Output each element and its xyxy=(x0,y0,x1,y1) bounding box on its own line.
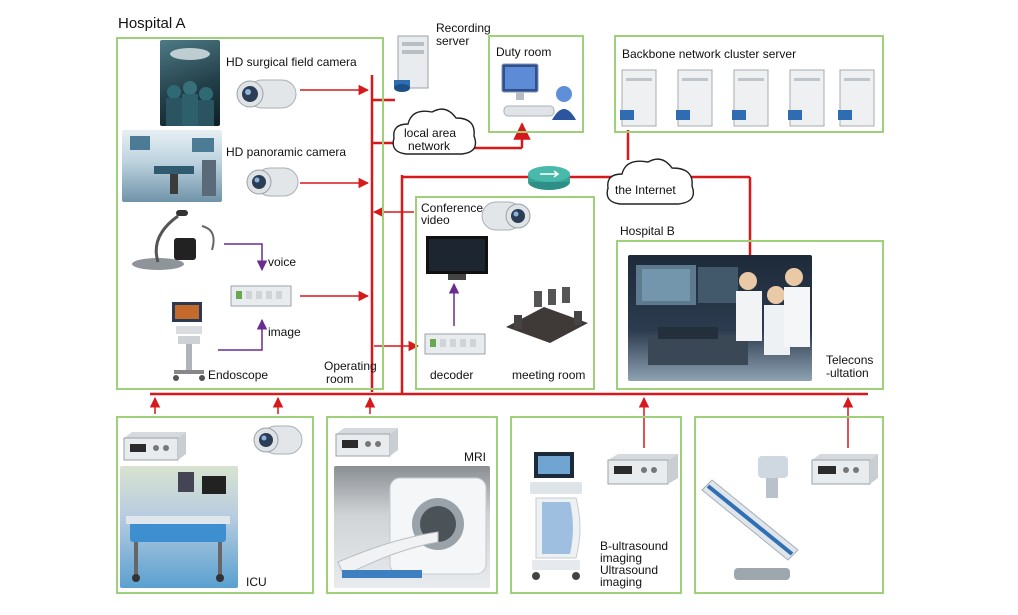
router-icon xyxy=(528,166,570,190)
mri-encoder-icon xyxy=(335,428,398,457)
hd-panoramic-camera-label: HD panoramic camera xyxy=(226,145,347,159)
hospital-a-title: Hospital A xyxy=(118,15,186,32)
microphone-icon xyxy=(132,210,215,270)
operating-room-label-1: Operating xyxy=(324,359,377,373)
ultrasound-encoder-icon xyxy=(607,454,678,485)
surgical-photo xyxy=(160,40,220,126)
microphone-photo xyxy=(128,206,224,272)
recording-server-icon xyxy=(394,35,429,92)
server-cluster-icon xyxy=(620,69,875,127)
duty-room-computer-icon xyxy=(501,63,576,120)
xray-photo xyxy=(698,450,810,588)
surgery-team-icon xyxy=(166,48,214,126)
teleconsultation-label-2: -ultation xyxy=(826,366,869,380)
doctors-at-console-icon xyxy=(636,265,810,365)
panoramic-room-photo xyxy=(122,130,222,202)
recording-server-label-2: server xyxy=(436,34,470,48)
decoder-label: decoder xyxy=(430,368,474,382)
icu-frame xyxy=(116,416,314,594)
lan-label-1: local area xyxy=(404,126,457,140)
icu-photo xyxy=(120,466,238,588)
backbone-frame xyxy=(614,35,884,133)
encoder-icon xyxy=(230,285,292,307)
backbone-label: Backbone network cluster server xyxy=(622,47,797,61)
operating-room-frame xyxy=(116,37,384,390)
ultrasound-machine-icon xyxy=(530,452,582,580)
meeting-room-label: meeting room xyxy=(512,368,586,382)
duty-room-frame xyxy=(488,35,584,133)
image-label: image xyxy=(268,325,301,339)
conference-video-label-2: video xyxy=(421,213,450,227)
xray-encoder-icon xyxy=(811,454,878,485)
recording-server-label-1: Recording xyxy=(436,21,491,35)
icu-encoder-icon xyxy=(123,432,186,461)
teleradiology-frame xyxy=(694,416,884,594)
ultrasound-frame xyxy=(510,416,682,594)
decoder-icon xyxy=(424,333,486,355)
mri-frame xyxy=(326,416,498,594)
conference-video-label-1: Conference xyxy=(421,201,484,215)
icu-camera-icon xyxy=(253,425,303,455)
ultrasound-photo xyxy=(524,450,598,586)
hd-panoramic-camera-icon xyxy=(246,167,299,197)
duty-room-label: Duty room xyxy=(496,45,552,59)
conference-frame xyxy=(415,196,595,390)
teleconsultation-label-1: Telecons xyxy=(826,353,874,367)
endoscope-cart-photo xyxy=(166,300,216,382)
endoscope-label: Endoscope xyxy=(208,368,269,382)
operating-room-icon xyxy=(130,136,216,196)
bultrasound-label-3: Ultrasound xyxy=(600,563,659,577)
internet-cloud-icon xyxy=(606,158,695,205)
mri-scanner-icon xyxy=(337,477,487,578)
mri-label: MRI xyxy=(464,450,486,464)
bultrasound-label-1: B-ultrasound xyxy=(600,539,669,553)
bultrasound-label-4: imaging xyxy=(600,575,643,589)
endoscope-icon xyxy=(172,302,205,381)
conference-tv-icon xyxy=(426,236,488,280)
conference-table-icon xyxy=(506,287,588,343)
hospital-b-label: Hospital B xyxy=(620,224,675,238)
voice-label: voice xyxy=(268,255,297,269)
bultrasound-label-2: imaging xyxy=(600,551,643,565)
hd-surgical-camera-label: HD surgical field camera xyxy=(226,55,357,69)
icu-label: ICU xyxy=(246,575,267,589)
lan-cloud-icon xyxy=(392,108,477,155)
meeting-room-photo xyxy=(504,285,590,345)
operating-room-label-2: room xyxy=(326,372,354,386)
hospital-b-frame xyxy=(616,240,884,390)
mri-photo xyxy=(334,466,490,588)
lan-label-2: network xyxy=(408,139,451,153)
icu-bed-icon xyxy=(126,472,230,582)
internet-label: the Internet xyxy=(615,183,676,197)
xray-table-icon xyxy=(701,456,799,580)
hd-surgical-camera-icon xyxy=(236,79,297,109)
conference-camera-icon xyxy=(481,201,531,231)
teleconsultation-photo xyxy=(628,255,812,381)
